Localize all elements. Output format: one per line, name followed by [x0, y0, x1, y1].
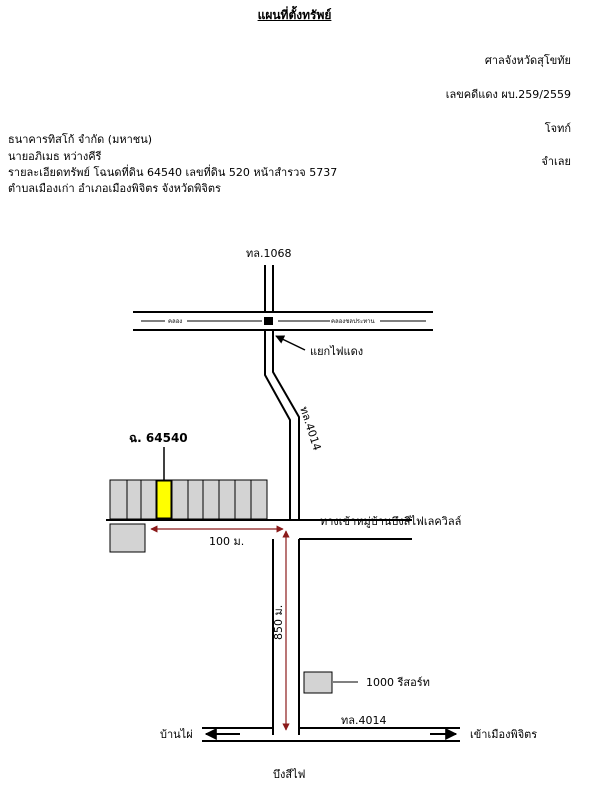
- bottom-road: [202, 727, 460, 742]
- parcel-number-label: ฉ. 64540: [129, 431, 188, 445]
- resort-label: 1000 รีสอร์ท: [366, 676, 430, 689]
- defendant-name: นายอภิเมธ หว่างคีรี: [8, 150, 102, 163]
- distance-horizontal-label: 100 ม.: [209, 535, 244, 548]
- canal-road: [133, 311, 433, 331]
- target-parcel: [156, 480, 172, 519]
- road-4014-diag-label: ทล.4014: [297, 405, 323, 452]
- plaintiff-label: โจทก์: [544, 122, 571, 135]
- defendant-label: จำเลย: [541, 155, 571, 168]
- left-destination-label: บ้านไผ่: [160, 728, 193, 741]
- junction-label: แยกไฟแดง: [310, 345, 363, 358]
- canal-label-right: คลองชลประทาน: [331, 318, 375, 325]
- bottom-area-label: บึงสีไฟ: [273, 768, 305, 781]
- plaintiff-name: ธนาคารทิสโก้ จำกัด (มหาชน): [8, 133, 153, 146]
- case-number: เลขคดีแดง ผบ.259/2559: [445, 88, 571, 101]
- traffic-light-icon: [264, 317, 273, 325]
- resort-building: [303, 671, 333, 694]
- right-destination-label: เข้าเมืองพิจิตร: [470, 728, 537, 741]
- distance-vertical-label: 850 ม.: [272, 605, 285, 640]
- court-name: ศาลจังหวัดสุโขทัย: [484, 54, 571, 67]
- bottom-road-label: ทล.4014: [341, 714, 386, 727]
- road-1068-label: ทล.1068: [246, 247, 291, 260]
- property-location: ตำบลเมืองเก่า อำเภอเมืองพิจิตร จังหวัดพิ…: [8, 182, 221, 195]
- canal-label-left: คลอง: [168, 318, 182, 325]
- road-4014: [264, 330, 300, 735]
- village-road: [106, 519, 412, 540]
- village-entrance-label: ทางเข้าหมู่บ้านบึงสีไฟเลควิลล์: [320, 515, 461, 528]
- road-1068: [264, 265, 274, 312]
- property-details: รายละเอียดทรัพย์ โฉนดที่ดิน 64540 เลขที่…: [8, 166, 338, 179]
- land-parcels: [109, 479, 268, 553]
- page-title: แผนที่ตั้งทรัพย์: [257, 8, 332, 22]
- junction-arrow: [275, 335, 306, 351]
